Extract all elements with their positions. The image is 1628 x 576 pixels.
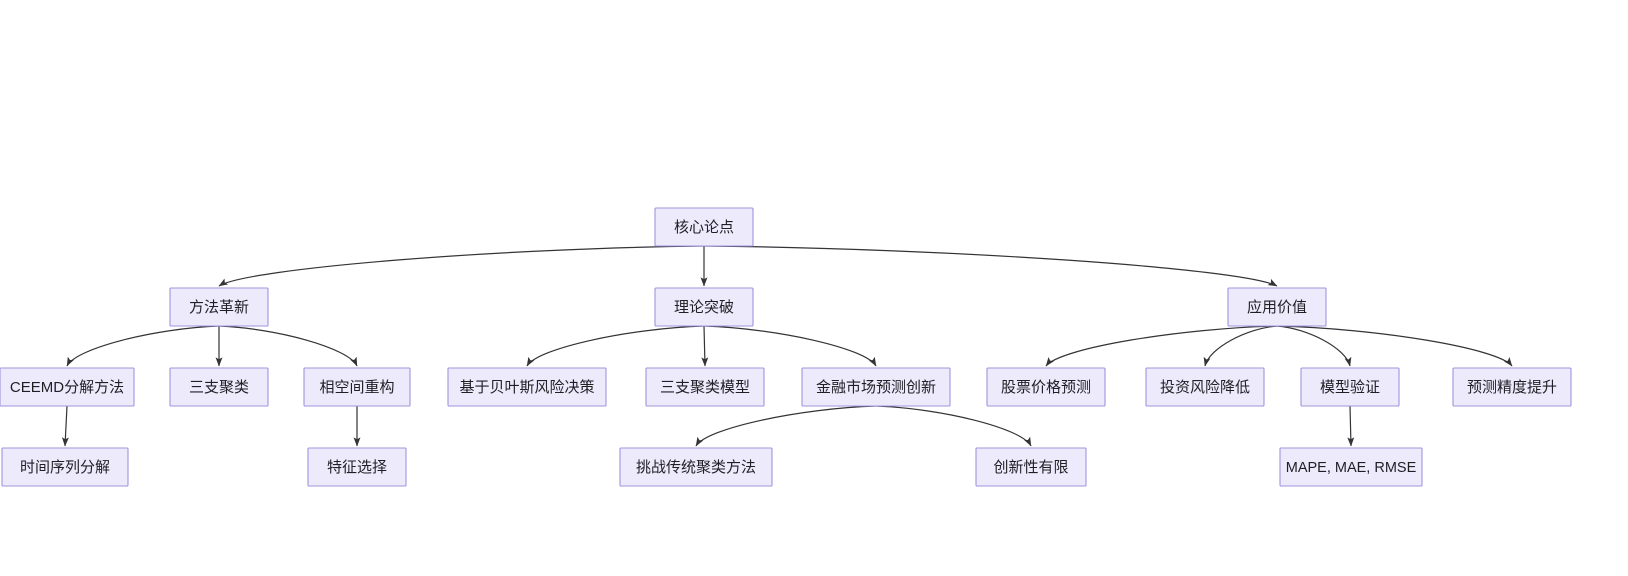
node-n15[interactable]: 特征选择 (307, 447, 407, 487)
node-n5[interactable]: 三支聚类 (169, 367, 269, 407)
edge-n0-to-n1 (218, 245, 705, 287)
node-n4[interactable]: CEEMD分解方法 (0, 367, 135, 407)
node-box[interactable] (1145, 367, 1265, 407)
node-box[interactable] (1227, 287, 1327, 327)
node-n18[interactable]: MAPE, MAE, RMSE (1279, 447, 1423, 487)
node-n11[interactable]: 投资风险降低 (1145, 367, 1265, 407)
node-box[interactable] (0, 367, 135, 407)
node-box[interactable] (801, 367, 951, 407)
node-n1[interactable]: 方法革新 (169, 287, 269, 327)
edge-n3-to-n11 (1203, 325, 1278, 367)
node-n7[interactable]: 基于贝叶斯风险决策 (447, 367, 607, 407)
node-box[interactable] (303, 367, 411, 407)
edge-n3-to-n10 (1045, 325, 1278, 367)
edge-n3-to-n13 (1276, 325, 1513, 367)
node-box[interactable] (975, 447, 1087, 487)
node-box[interactable] (1, 447, 129, 487)
node-n16[interactable]: 挑战传统聚类方法 (619, 447, 773, 487)
node-box[interactable] (654, 207, 754, 247)
node-box[interactable] (986, 367, 1106, 407)
node-n8[interactable]: 三支聚类模型 (645, 367, 765, 407)
edge-n2-to-n7 (526, 325, 705, 367)
node-box[interactable] (169, 287, 269, 327)
node-box[interactable] (619, 447, 773, 487)
node-box[interactable] (1279, 447, 1423, 487)
edge-n2-to-n8 (701, 325, 709, 367)
node-n12[interactable]: 模型验证 (1300, 367, 1400, 407)
edge-n9-to-n16 (695, 405, 877, 447)
edge-n1-to-n4 (66, 325, 220, 367)
node-n6[interactable]: 相空间重构 (303, 367, 411, 407)
node-box[interactable] (307, 447, 407, 487)
node-box[interactable] (1452, 367, 1572, 407)
node-n10[interactable]: 股票价格预测 (986, 367, 1106, 407)
edge-n3-to-n12 (1276, 325, 1352, 367)
node-n14[interactable]: 时间序列分解 (1, 447, 129, 487)
node-n3[interactable]: 应用价值 (1227, 287, 1327, 327)
node-box[interactable] (1300, 367, 1400, 407)
edge-n12-to-n18 (1347, 405, 1355, 447)
node-n2[interactable]: 理论突破 (654, 287, 754, 327)
node-box[interactable] (169, 367, 269, 407)
node-n9[interactable]: 金融市场预测创新 (801, 367, 951, 407)
node-box[interactable] (654, 287, 754, 327)
node-box[interactable] (447, 367, 607, 407)
edge-n0-to-n3 (703, 245, 1278, 287)
node-n0[interactable]: 核心论点 (654, 207, 754, 247)
node-n13[interactable]: 预测精度提升 (1452, 367, 1572, 407)
edge-n2-to-n9 (703, 325, 877, 367)
edge-n1-to-n6 (218, 325, 358, 367)
node-n17[interactable]: 创新性有限 (975, 447, 1087, 487)
edge-layer (61, 245, 1513, 447)
edge-n4-to-n14 (61, 405, 69, 447)
edge-n9-to-n17 (875, 405, 1032, 447)
node-box[interactable] (645, 367, 765, 407)
